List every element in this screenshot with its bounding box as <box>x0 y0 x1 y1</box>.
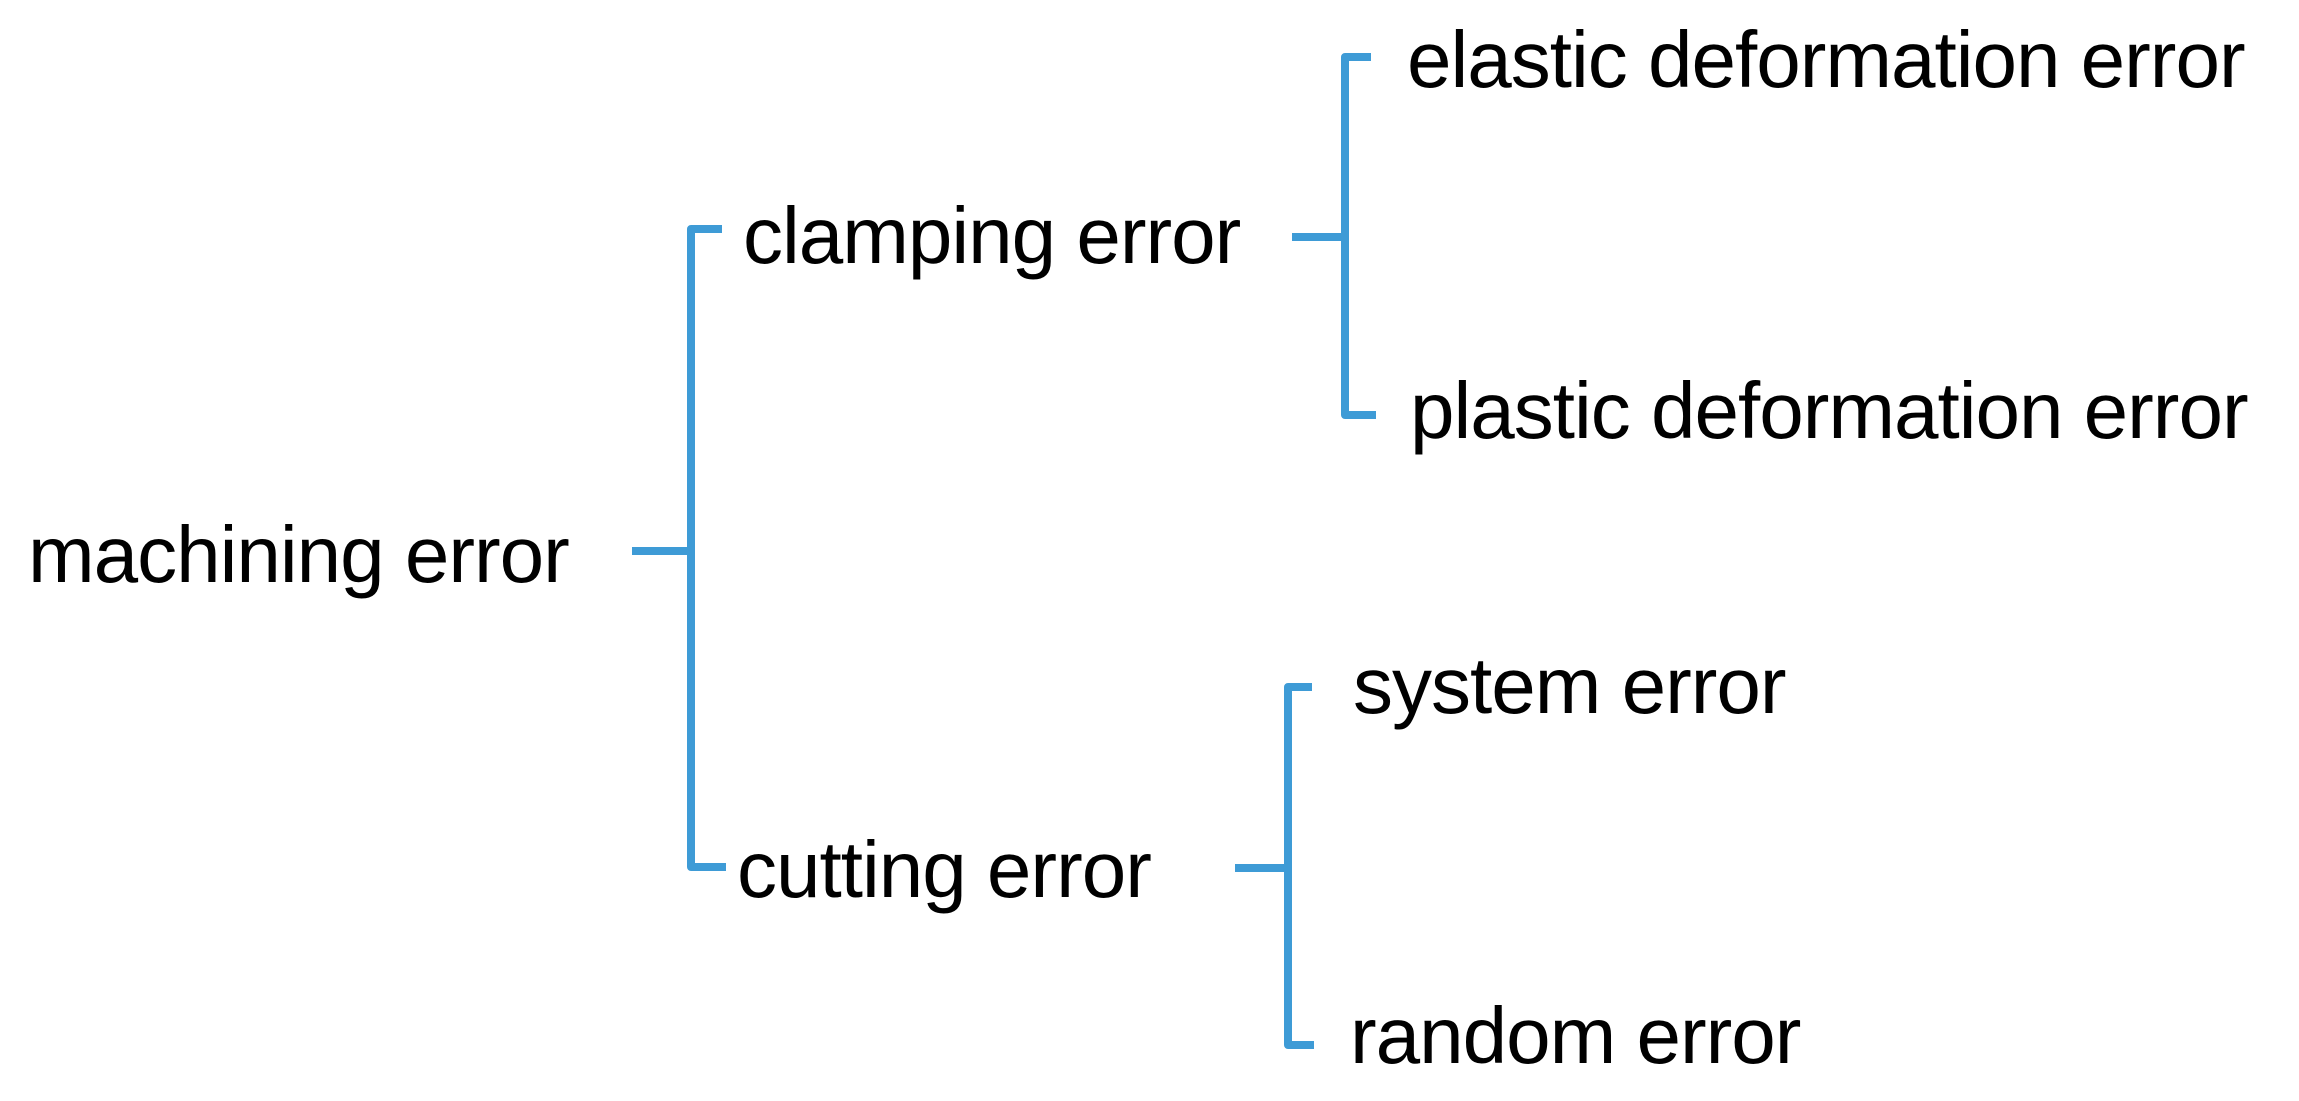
node-plastic-deformation-error: plastic deformation error <box>1410 366 2248 455</box>
node-machining-error: machining error <box>28 510 569 599</box>
node-random-error: random error <box>1350 991 1801 1080</box>
node-clamping-error: clamping error <box>743 191 1241 280</box>
bracket-level-1 <box>687 225 726 871</box>
node-system-error: system error <box>1353 641 1786 730</box>
node-elastic-deformation-error: elastic deformation error <box>1407 15 2245 104</box>
node-cutting-error: cutting error <box>737 825 1151 914</box>
bracket-cutting-children <box>1284 683 1314 1049</box>
bracket-clamping-children <box>1341 53 1376 419</box>
